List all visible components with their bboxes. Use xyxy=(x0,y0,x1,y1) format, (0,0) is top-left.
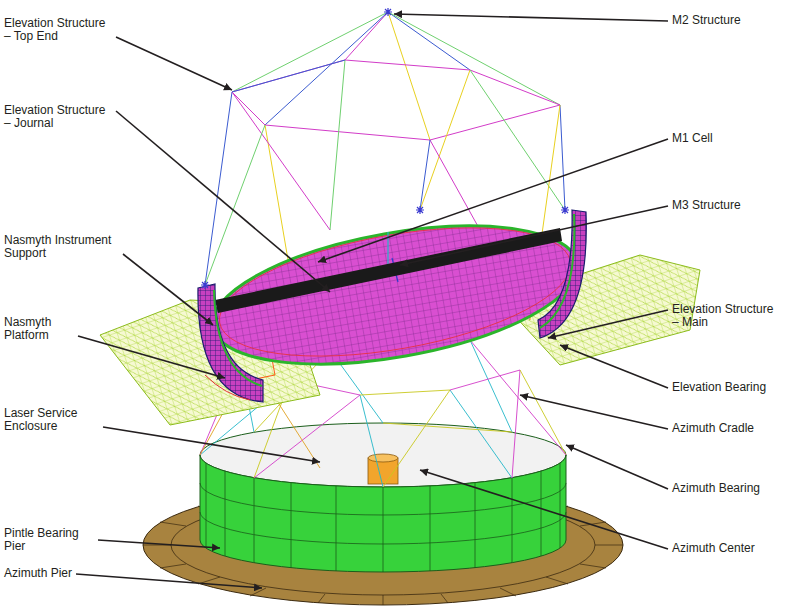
callout-label: M3 Structure xyxy=(672,199,741,212)
leader-line xyxy=(520,395,668,429)
pintle-bearing-pier xyxy=(200,423,566,572)
leader-line xyxy=(560,345,668,388)
callout-label: Nasmyth Platform xyxy=(4,316,74,342)
leader-line xyxy=(76,574,262,588)
callout-label: Pintle Bearing Pier xyxy=(4,527,94,553)
leader-line xyxy=(78,336,225,378)
callout-label: Elevation Structure – Main xyxy=(672,303,780,329)
callout-label: M1 Cell xyxy=(672,132,713,145)
leader-line xyxy=(318,139,668,262)
leader-line xyxy=(103,427,320,462)
leader-line xyxy=(123,254,213,325)
leader-line xyxy=(394,14,668,21)
elevation-structure xyxy=(198,210,586,402)
leader-line xyxy=(98,540,220,548)
leader-line xyxy=(400,206,668,265)
leader-line xyxy=(116,111,330,292)
callout-label: M2 Structure xyxy=(672,14,741,27)
callout-label: Nasmyth Instrument Support xyxy=(4,234,119,260)
callout-label: Laser Service Enclosure xyxy=(4,407,99,433)
leader-line xyxy=(548,310,668,338)
node-markers xyxy=(201,8,569,289)
callout-label: Elevation Structure – Top End xyxy=(4,17,112,43)
leader-line xyxy=(566,445,668,489)
callout-label: Azimuth Center xyxy=(672,542,755,555)
leader-line xyxy=(420,470,668,549)
leader-line xyxy=(116,37,232,90)
callout-label: Azimuth Bearing xyxy=(672,482,760,495)
callout-label: Elevation Bearing xyxy=(672,381,766,394)
callout-label: Azimuth Cradle xyxy=(672,422,754,435)
callout-label: Elevation Structure – Journal xyxy=(4,104,112,130)
m1-cell xyxy=(202,202,588,388)
callout-label: Azimuth Pier xyxy=(4,567,72,580)
